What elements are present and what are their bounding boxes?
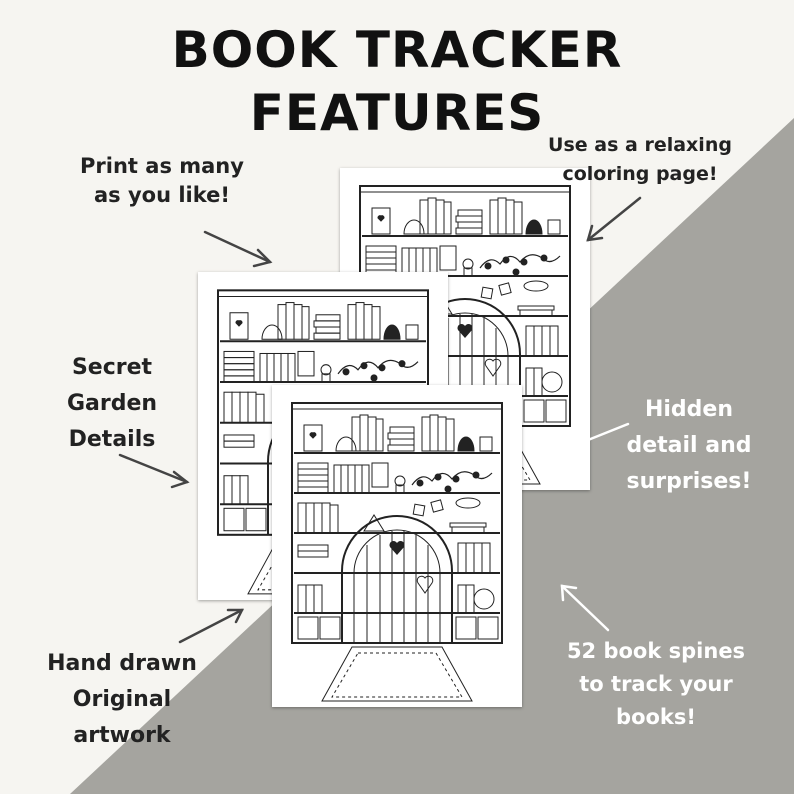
feature-hidden-detail: Hidden detail and surprises! [626, 397, 752, 494]
title-line-1: BOOK TRACKER [171, 21, 623, 79]
arrow-icon [178, 608, 245, 644]
arrow-icon [545, 422, 630, 461]
coloring-page-front [272, 385, 522, 707]
title-line-2: FEATURES [249, 84, 545, 142]
feature-book-spines: 52 book spines to track your books! [566, 639, 746, 729]
arrow-icon [586, 196, 642, 242]
feature-hand-drawn: Hand drawn Original artwork [47, 651, 197, 748]
feature-print: Print as many as you like! [80, 154, 244, 207]
arrow-icon [560, 584, 610, 632]
feature-secret-garden: Secret Garden Details [66, 355, 158, 452]
feature-coloring: Use as a relaxing coloring page! [548, 134, 732, 185]
arrow-icon [203, 230, 273, 268]
arrow-icon [118, 453, 190, 489]
